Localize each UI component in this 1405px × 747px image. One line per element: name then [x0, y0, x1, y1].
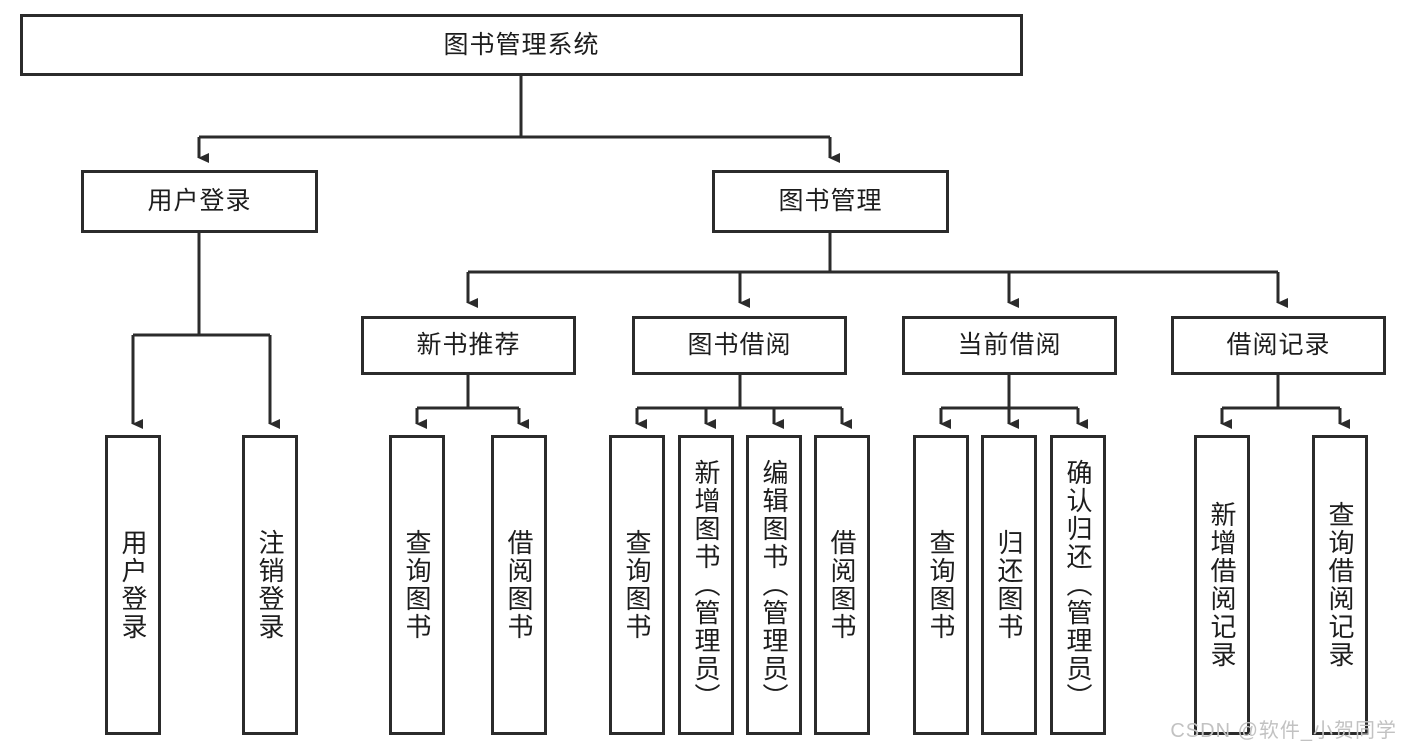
leaf-add-borrow-record[interactable]: 新增借阅记录 [1194, 435, 1250, 735]
node-label: 新书推荐 [416, 331, 521, 360]
leaf-borrow-book-recommend[interactable]: 借阅图书 [491, 435, 547, 735]
node-root-system[interactable]: 图书管理系统 [20, 14, 1023, 76]
leaf-confirm-return-admin[interactable]: 确认归还（管理员） [1050, 435, 1106, 735]
node-label: 借阅图书 [827, 529, 858, 641]
node-book-borrow[interactable]: 图书借阅 [632, 316, 847, 375]
node-label: 查询图书 [926, 529, 957, 641]
csdn-watermark: CSDN @软件_小贺同学 [1170, 720, 1397, 742]
node-new-book-recommend[interactable]: 新书推荐 [361, 316, 576, 375]
node-label: 用户登录 [118, 529, 149, 641]
node-borrow-record[interactable]: 借阅记录 [1171, 316, 1386, 375]
node-label: 图书管理系统 [443, 30, 600, 59]
node-label: 新增图书（管理员） [691, 459, 722, 711]
leaf-query-book-recommend[interactable]: 查询图书 [389, 435, 445, 735]
node-label: 借阅记录 [1226, 331, 1331, 360]
node-book-management[interactable]: 图书管理 [712, 170, 949, 233]
node-label: 注销登录 [255, 529, 286, 641]
node-label: 查询图书 [622, 529, 653, 641]
leaf-user-login[interactable]: 用户登录 [105, 435, 161, 735]
node-label: 查询借阅记录 [1325, 501, 1356, 669]
node-label: 编辑图书（管理员） [759, 459, 790, 711]
node-label: 图书借阅 [687, 331, 792, 360]
node-label: 确认归还（管理员） [1063, 459, 1094, 711]
leaf-query-borrow-record[interactable]: 查询借阅记录 [1312, 435, 1368, 735]
leaf-logout[interactable]: 注销登录 [242, 435, 298, 735]
leaf-add-book-admin[interactable]: 新增图书（管理员） [678, 435, 734, 735]
leaf-borrow-book[interactable]: 借阅图书 [814, 435, 870, 735]
node-label: 查询图书 [402, 529, 433, 641]
leaf-edit-book-admin[interactable]: 编辑图书（管理员） [746, 435, 802, 735]
node-label: 图书管理 [778, 187, 883, 216]
leaf-return-book[interactable]: 归还图书 [981, 435, 1037, 735]
node-current-borrow[interactable]: 当前借阅 [902, 316, 1117, 375]
node-user-login[interactable]: 用户登录 [81, 170, 318, 233]
node-label: 新增借阅记录 [1207, 501, 1238, 669]
node-label: 归还图书 [994, 529, 1025, 641]
leaf-query-book-current[interactable]: 查询图书 [913, 435, 969, 735]
node-label: 借阅图书 [504, 529, 535, 641]
leaf-query-book-borrow[interactable]: 查询图书 [609, 435, 665, 735]
node-label: 当前借阅 [957, 331, 1062, 360]
node-label: 用户登录 [147, 187, 252, 216]
